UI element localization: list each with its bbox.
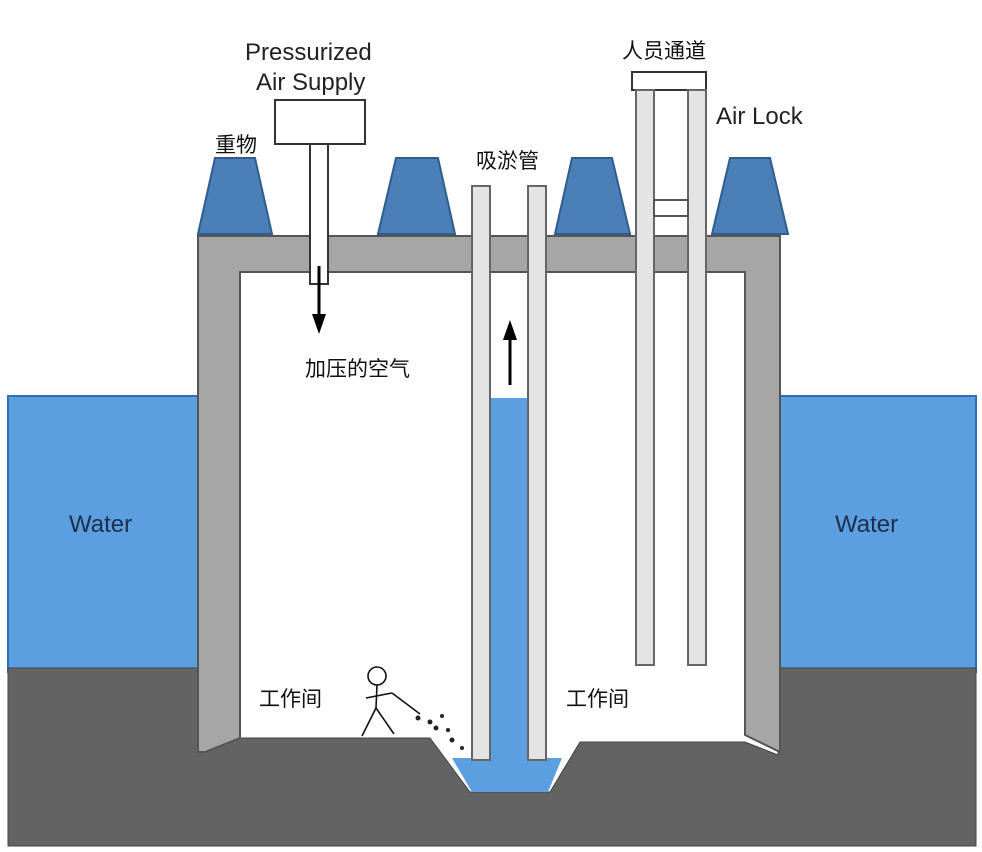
label-working-chamber-left: 工作间 [259, 687, 322, 711]
sludge-particles-icon [415, 714, 464, 750]
water-right [773, 395, 977, 673]
label-pressurized-line2: Air Supply [256, 69, 365, 96]
label-personnel-passage: 人员通道 [622, 39, 706, 63]
caisson-wall [197, 235, 781, 754]
weight-block-1 [196, 157, 274, 235]
label-suction-pipe: 吸淤管 [476, 149, 539, 173]
label-water-right: Water [835, 511, 898, 538]
passage-left-wall [635, 89, 655, 666]
suction-pipe-water [490, 398, 528, 760]
suction-pipe-left-wall [471, 185, 491, 761]
label-air-lock: Air Lock [716, 103, 804, 130]
air-supply-box [274, 99, 366, 145]
sump-water [452, 758, 562, 792]
label-pressurized-air: 加压的空气 [305, 357, 410, 381]
stick-figure-icon [361, 666, 421, 737]
arrow-up-icon [503, 320, 517, 385]
label-working-chamber-right: 工作间 [566, 687, 629, 711]
air-lock-door [653, 199, 689, 217]
passage-cap [631, 71, 707, 91]
weight-block-3 [553, 157, 632, 235]
arrow-down-icon [312, 266, 326, 334]
suction-pipe-right-wall [527, 185, 547, 761]
label-pressurized-line1: Pressurized [245, 39, 372, 66]
passage-right-wall [687, 89, 707, 666]
air-supply-pipe [309, 143, 329, 285]
label-weight: 重物 [215, 133, 257, 157]
water-left [7, 395, 209, 673]
weight-block-2 [376, 157, 457, 235]
label-water-left: Water [69, 511, 132, 538]
weight-block-4 [710, 157, 790, 235]
